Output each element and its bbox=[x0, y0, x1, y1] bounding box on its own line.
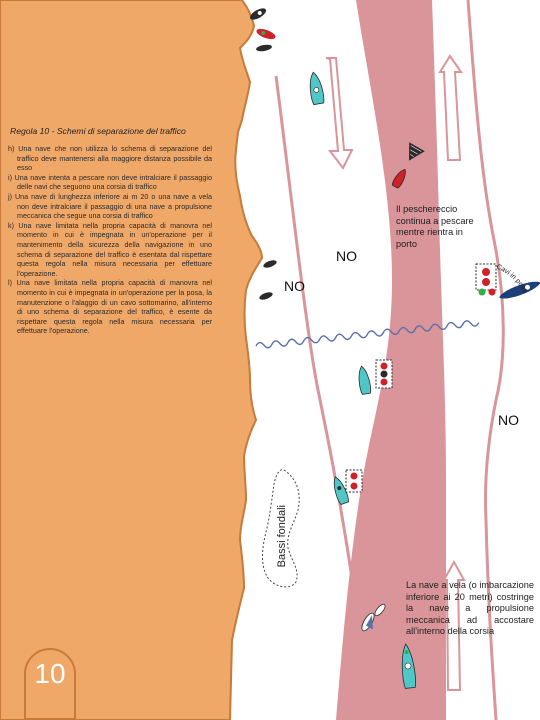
lights-panel-cable-1 bbox=[375, 359, 393, 389]
small-boat-coast-5 bbox=[259, 292, 273, 300]
ship-inner-lane-top bbox=[309, 71, 325, 106]
lights-panel-fishing bbox=[475, 263, 497, 296]
rule-item-l: l) Una nave limitata nella propria capac… bbox=[8, 278, 212, 336]
coastline-land bbox=[0, 0, 264, 720]
ship-cable-laying bbox=[358, 365, 372, 395]
cable-ship bbox=[499, 281, 540, 299]
no-label-left: NO bbox=[284, 278, 305, 294]
inner-lane-boundary bbox=[274, 75, 374, 720]
rule-item-i: i) Una nave intenta a pescare non deve i… bbox=[8, 172, 212, 192]
sailing-boat-note: La nave a vela (o imbarcazione inferiore… bbox=[406, 580, 534, 636]
rule-title: Regola 10 - Schemi di separazione del tr… bbox=[10, 126, 186, 136]
small-boat-coast-3 bbox=[256, 44, 272, 52]
small-boat-coast-1 bbox=[249, 8, 267, 20]
shallow-water-contour bbox=[262, 469, 300, 588]
sailing-boat-2 bbox=[374, 603, 386, 617]
ship-maintenance bbox=[333, 476, 349, 505]
outer-lane-boundary bbox=[466, 0, 505, 720]
small-boat-coast-2 bbox=[256, 28, 276, 40]
no-label-center: NO bbox=[336, 248, 357, 264]
fishing-boat-note: Il peschereccio continua a pescare mentr… bbox=[396, 204, 474, 249]
rule-item-k: k) Una nave limitata nella propria capac… bbox=[8, 220, 212, 278]
fishing-net-icon bbox=[409, 142, 425, 161]
no-label-right: NO bbox=[498, 412, 519, 428]
ship-bottom-lane bbox=[401, 643, 416, 689]
shallow-waters-label: Bassi fondali bbox=[276, 505, 288, 568]
curved-label-text: Cavi in posa bbox=[495, 263, 528, 294]
lights-panel-cable-2 bbox=[345, 469, 363, 493]
rule-item-j: j) Una nave di lunghezza inferiore ai m … bbox=[8, 191, 212, 221]
curved-label: Cavi in posa bbox=[495, 263, 528, 294]
fishing-boat bbox=[392, 168, 406, 189]
small-boat-coast-4 bbox=[263, 260, 277, 268]
submarine-cable-line bbox=[255, 320, 480, 349]
rule-text-block: h) Una nave che non utilizza lo schema d… bbox=[8, 144, 212, 336]
lane-arrow-down-left bbox=[325, 57, 354, 170]
sailing-boat bbox=[361, 612, 375, 632]
lane-arrow-up-right bbox=[438, 54, 463, 161]
lane-arrow-up-right-bottom bbox=[442, 559, 466, 691]
rule-item-h: h) Una nave che non utilizza lo schema d… bbox=[8, 144, 212, 173]
page-number-badge: 10 bbox=[24, 648, 76, 720]
